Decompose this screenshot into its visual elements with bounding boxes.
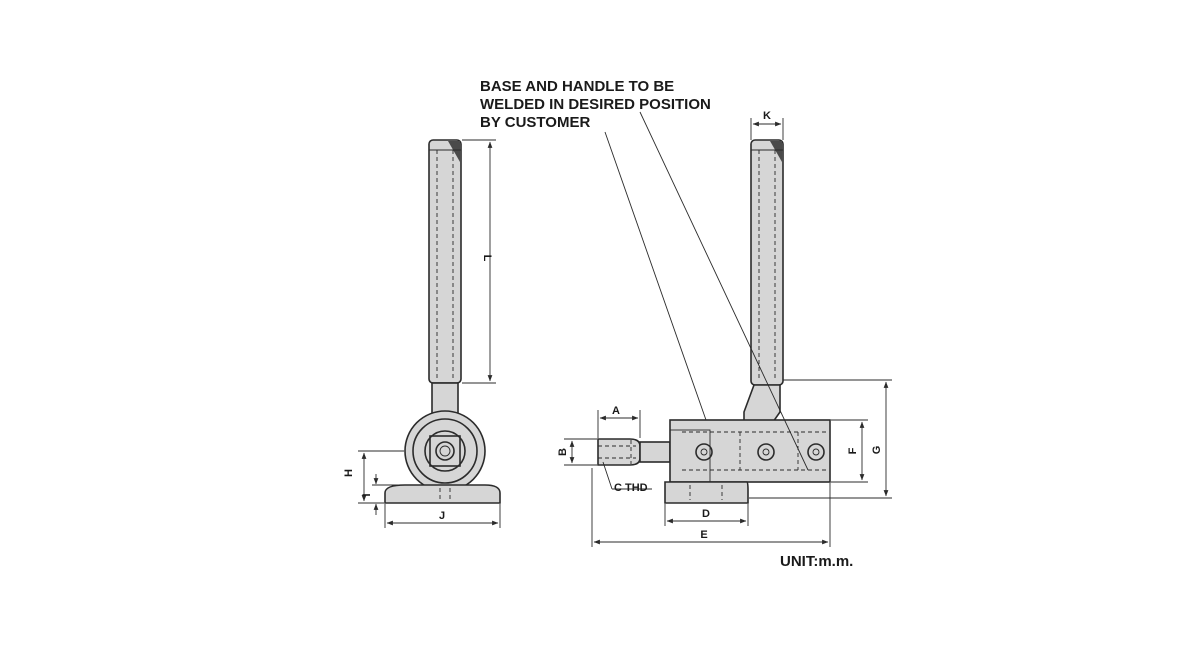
dim-label-A: A: [612, 405, 620, 417]
dimension-G: G: [749, 379, 892, 499]
dimension-C: C THD: [602, 461, 652, 494]
note-line-1: BASE AND HANDLE TO BE: [480, 78, 674, 95]
dimension-K: K: [750, 110, 784, 140]
dim-label-H: H: [343, 469, 355, 477]
dimension-L: L: [462, 139, 496, 384]
side-view-handle: [743, 139, 784, 433]
dimension-I: I: [361, 474, 405, 515]
side-view-base: [664, 481, 749, 504]
end-view-handle: [428, 139, 462, 384]
note-leaders: [604, 111, 809, 471]
side-view: A B C THD D E: [557, 110, 892, 547]
dim-label-D: D: [702, 508, 710, 520]
dim-label-C: C THD: [614, 482, 648, 494]
welding-note: BASE AND HANDLE TO BE WELDED IN DESIRED …: [480, 78, 711, 131]
dim-label-F: F: [847, 447, 859, 454]
note-line-2: WELDED IN DESIRED POSITION: [480, 96, 711, 113]
dimension-A: A: [597, 405, 641, 438]
dim-label-I: I: [361, 493, 373, 496]
dimension-E: E: [591, 468, 831, 547]
dim-label-L: L: [481, 255, 493, 262]
dimension-H: H: [343, 450, 404, 504]
dimension-B: B: [557, 438, 597, 466]
dim-label-K: K: [763, 110, 771, 122]
unit-label: UNIT:m.m.: [780, 553, 853, 570]
dim-label-E: E: [700, 529, 707, 541]
dimension-J: J: [384, 504, 501, 528]
dimension-D: D: [664, 504, 749, 526]
dim-label-G: G: [871, 446, 883, 455]
end-view-base: [384, 484, 501, 504]
end-view: L H I J: [343, 139, 501, 528]
dim-label-B: B: [557, 448, 569, 456]
side-view-plunger: [597, 438, 671, 466]
dimension-F: F: [831, 419, 868, 483]
side-view-body: [669, 419, 831, 483]
dim-label-J: J: [439, 510, 445, 522]
end-view-body: [404, 410, 486, 492]
note-line-3: BY CUSTOMER: [480, 114, 590, 131]
